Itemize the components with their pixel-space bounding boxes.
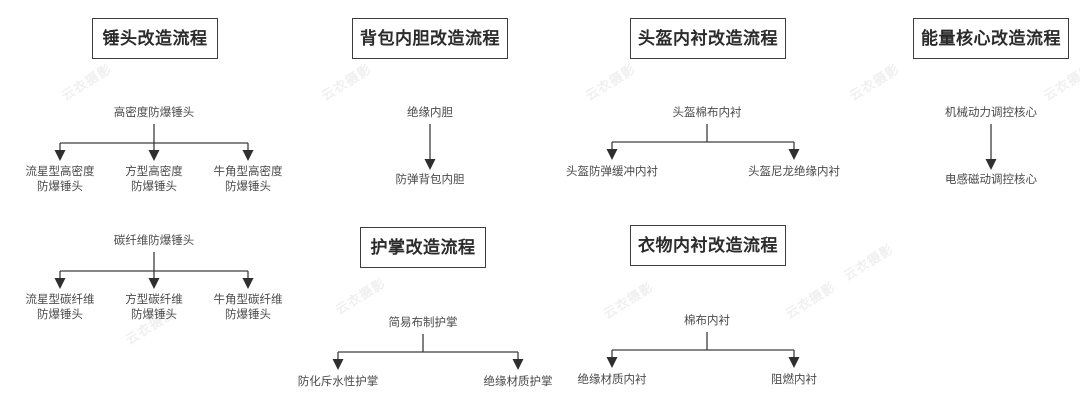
node-hammer-child-2c: 牛角型碳纤维 防爆锤头: [205, 293, 291, 323]
flow-helmet-liner: 头盔内衬改造流程 头盔棉布内衬 头盔防弹缓冲内衬 头盔尼龙绝缘内衬: [560, 0, 850, 210]
node-hammer-root-2: 碳纤维防爆锤头: [113, 235, 195, 247]
node-line: 牛角型高密度: [213, 166, 283, 178]
node-line: 方型高密度: [125, 166, 183, 178]
node-helmet-child-a: 头盔防弹缓冲内衬: [566, 166, 658, 178]
node-line: 牛角型碳纤维: [213, 294, 283, 306]
node-guard-child-a: 防化斥水性护掌: [297, 376, 379, 388]
node-line: 防爆锤头: [225, 181, 271, 193]
flow-clothing-liner: 衣物内衬改造流程 棉布内衬 绝缘材质内衬 阻燃内衬: [560, 210, 850, 418]
node-backpack-child: 防弹背包内胆: [395, 174, 465, 186]
connector-hammer-tree-2: [54, 252, 254, 289]
node-energy-root: 机械动力调控核心: [945, 107, 1037, 119]
node-hammer-root-1: 高密度防爆锤头: [113, 107, 195, 119]
node-hammer-child-1b: 方型高密度 防爆锤头: [111, 165, 197, 195]
node-line: 防爆锤头: [131, 181, 177, 193]
node-guard-child-b: 绝缘材质护掌: [483, 376, 553, 388]
node-guard-root: 简易布制护掌: [388, 317, 458, 329]
node-cloth-child-b: 阻燃内衬: [771, 374, 817, 386]
node-hammer-child-2a: 流星型碳纤维 防爆锤头: [17, 293, 103, 323]
node-backpack-root: 绝缘内胆: [407, 107, 453, 119]
flow-title-energy-core: 能量核心改造流程: [913, 18, 1069, 59]
flow-title-backpack-liner: 背包内胆改造流程: [352, 18, 508, 59]
node-helmet-root: 头盔棉布内衬: [672, 107, 742, 119]
node-cloth-root: 棉布内衬: [684, 315, 730, 327]
node-line: 流星型碳纤维: [25, 294, 95, 306]
node-line: 防爆锤头: [225, 309, 271, 321]
flow-title-clothing-liner: 衣物内衬改造流程: [630, 225, 786, 266]
node-energy-child: 电感磁动调控核心: [945, 174, 1037, 186]
flow-energy-core: 能量核心改造流程 机械动力调控核心 电感磁动调控核心: [860, 0, 1080, 210]
flow-title-hammer: 锤头改造流程: [92, 18, 218, 59]
flow-title-helmet-liner: 头盔内衬改造流程: [630, 18, 786, 59]
flow-backpack-liner: 背包内胆改造流程 绝缘内胆 防弹背包内胆: [300, 0, 530, 210]
flow-hammer: 锤头改造流程 高密度防爆锤头 流星型高密度 防爆锤头 方型高密度 防爆锤头 牛角…: [0, 0, 300, 418]
node-line: 防爆锤头: [37, 309, 83, 321]
node-line: 防爆锤头: [131, 309, 177, 321]
node-hammer-child-1a: 流星型高密度 防爆锤头: [17, 165, 103, 195]
node-line: 方型碳纤维: [125, 294, 183, 306]
node-hammer-child-2b: 方型碳纤维 防爆锤头: [111, 293, 197, 323]
node-line: 流星型高密度: [25, 166, 95, 178]
node-hammer-child-1c: 牛角型高密度 防爆锤头: [205, 165, 291, 195]
node-cloth-child-a: 绝缘材质内衬: [577, 374, 647, 386]
node-helmet-child-b: 头盔尼龙绝缘内衬: [748, 166, 840, 178]
node-line: 防爆锤头: [37, 181, 83, 193]
flow-hand-guard: 护掌改造流程 简易布制护掌 防化斥水性护掌 绝缘材质护掌: [297, 210, 560, 418]
flow-title-hand-guard: 护掌改造流程: [360, 227, 486, 268]
